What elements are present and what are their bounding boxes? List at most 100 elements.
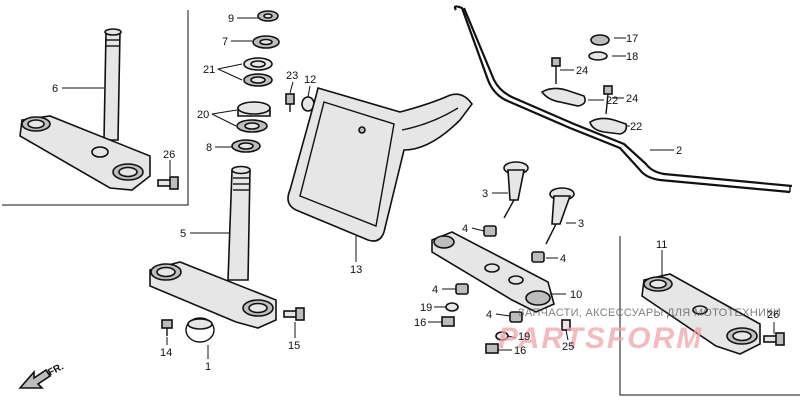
- bolt-26-right-head: [775, 332, 785, 346]
- callout-25: 25: [562, 341, 574, 353]
- front-arrow-icon: [18, 368, 52, 389]
- callout-1: 1: [205, 361, 211, 373]
- callout-24-right: 24: [626, 93, 638, 105]
- upper-bridge-alt-box: [619, 236, 800, 396]
- holder-end-right: [525, 290, 551, 306]
- steering-stem-lower: [227, 169, 251, 281]
- rubber-4-a: [483, 225, 497, 237]
- callout-5: 5: [180, 228, 186, 240]
- callout-9: 9: [228, 13, 234, 25]
- handlebar-clamp-group: [540, 34, 630, 135]
- callout-17: 17: [626, 33, 638, 45]
- bolt-24-right-head: [603, 85, 613, 95]
- callout-21: 21: [203, 64, 215, 76]
- callout-26-right: 26: [767, 309, 779, 321]
- callout-7: 7: [222, 36, 228, 48]
- callout-23: 23: [286, 70, 298, 82]
- bolt-26-left-head: [169, 176, 179, 190]
- alt-clamp-right-hole: [732, 330, 752, 342]
- callout-4-a: 4: [462, 223, 468, 235]
- washer-18: [588, 51, 608, 61]
- bolt-23: [285, 93, 295, 105]
- collar-19-a: [445, 302, 459, 312]
- holder-end-left: [433, 235, 455, 249]
- upper-bridge-stem-hole: [91, 146, 109, 158]
- clamp-22-right: [589, 117, 628, 135]
- callout-16-a: 16: [414, 317, 426, 329]
- bolt-24-left-head: [551, 57, 561, 67]
- bearing-stack: [211, 10, 280, 153]
- callout-18: 18: [626, 51, 638, 63]
- callout-2: 2: [676, 145, 682, 157]
- part-8-dust-seal: [231, 139, 261, 153]
- riser-3-left: [507, 169, 525, 201]
- upper-bridge-group: [2, 10, 189, 206]
- rubber-4-b: [531, 251, 545, 263]
- holder-hole-1: [484, 263, 500, 273]
- clamp-22-left: [540, 87, 586, 107]
- callout-8: 8: [206, 142, 212, 154]
- callout-4-d: 4: [486, 309, 492, 321]
- number-plate: [287, 86, 473, 242]
- part-7-nut: [252, 35, 280, 49]
- cap-17: [590, 34, 610, 46]
- front-direction-label: FR.: [46, 361, 66, 378]
- callout-12: 12: [304, 74, 316, 86]
- holder-hole-2: [508, 275, 524, 285]
- handlebar-group: [453, 5, 793, 194]
- front-direction-indicator: FR.: [18, 361, 66, 389]
- callout-4-c: 4: [432, 284, 438, 296]
- watermark-caption: ЗАПЧАСТИ, АКСЕССУАРЫ ДЛЯ МОТОТЕХНИКИ: [518, 307, 781, 319]
- callout-11: 11: [656, 239, 667, 251]
- callout-22-right: 22: [630, 121, 642, 133]
- callout-19-b: 19: [518, 331, 530, 343]
- holder-10-group: [431, 231, 566, 313]
- callout-22-left: 22: [606, 95, 618, 107]
- part-20-bearing-set: [236, 101, 271, 133]
- bolt-15-head: [295, 307, 305, 321]
- callout-6: 6: [52, 83, 58, 95]
- upper-bridge-box: [2, 10, 189, 206]
- bolt-14: [161, 319, 173, 329]
- plate-mount-hole: [358, 126, 366, 134]
- callout-13: 13: [350, 264, 362, 276]
- callout-15: 15: [288, 340, 300, 352]
- callout-24-left: 24: [576, 65, 588, 77]
- alt-clamp-left-hole: [649, 279, 667, 289]
- part-9-stem-nut: [257, 10, 279, 22]
- lower-stem-group: [149, 165, 305, 359]
- nut-16-b: [485, 343, 499, 354]
- callout-10: 10: [570, 289, 582, 301]
- clamp-1: [185, 317, 215, 343]
- bottom-clamp-left-hole: [156, 266, 176, 278]
- part-23-12-fastener: [285, 81, 315, 112]
- nut-16-a: [441, 316, 455, 327]
- rubber-4-c: [455, 283, 469, 295]
- stem-lower-top: [231, 165, 251, 175]
- clamp-1-top: [187, 318, 213, 330]
- watermark: ЗАПЧАСТИ, АКСЕССУАРЫ ДЛЯ МОТОТЕХНИКИ PAR…: [498, 307, 781, 355]
- callout-16-b: 16: [514, 345, 526, 357]
- part-21-bearing-set: [243, 57, 273, 87]
- watermark-logo: PARTSFORM: [498, 322, 703, 355]
- callout-3-left: 3: [482, 188, 488, 200]
- steering-stem-upper: [103, 31, 121, 141]
- callout-19-a: 19: [420, 302, 432, 314]
- rubber-4-d: [509, 311, 523, 323]
- callout-14: 14: [160, 347, 172, 359]
- callout-3-right: 3: [578, 218, 584, 230]
- number-plate-group: [287, 86, 473, 262]
- fork-clamp-right-hole: [118, 166, 138, 178]
- callouts: 6 26 9 7 21 20 8 23 12 5 13 14 1 15 17 1…: [52, 13, 779, 373]
- small-parts-group: [428, 225, 571, 354]
- callout-26-left: 26: [163, 149, 175, 161]
- handlebar: [453, 5, 791, 194]
- fork-clamp-left-hole: [27, 119, 45, 129]
- stem-top-cap: [104, 28, 122, 36]
- upper-bridge-alt-group: [619, 236, 800, 396]
- bottom-clamp-right-hole: [248, 302, 268, 314]
- riser-group: [492, 161, 576, 245]
- callout-4-b: 4: [560, 253, 566, 265]
